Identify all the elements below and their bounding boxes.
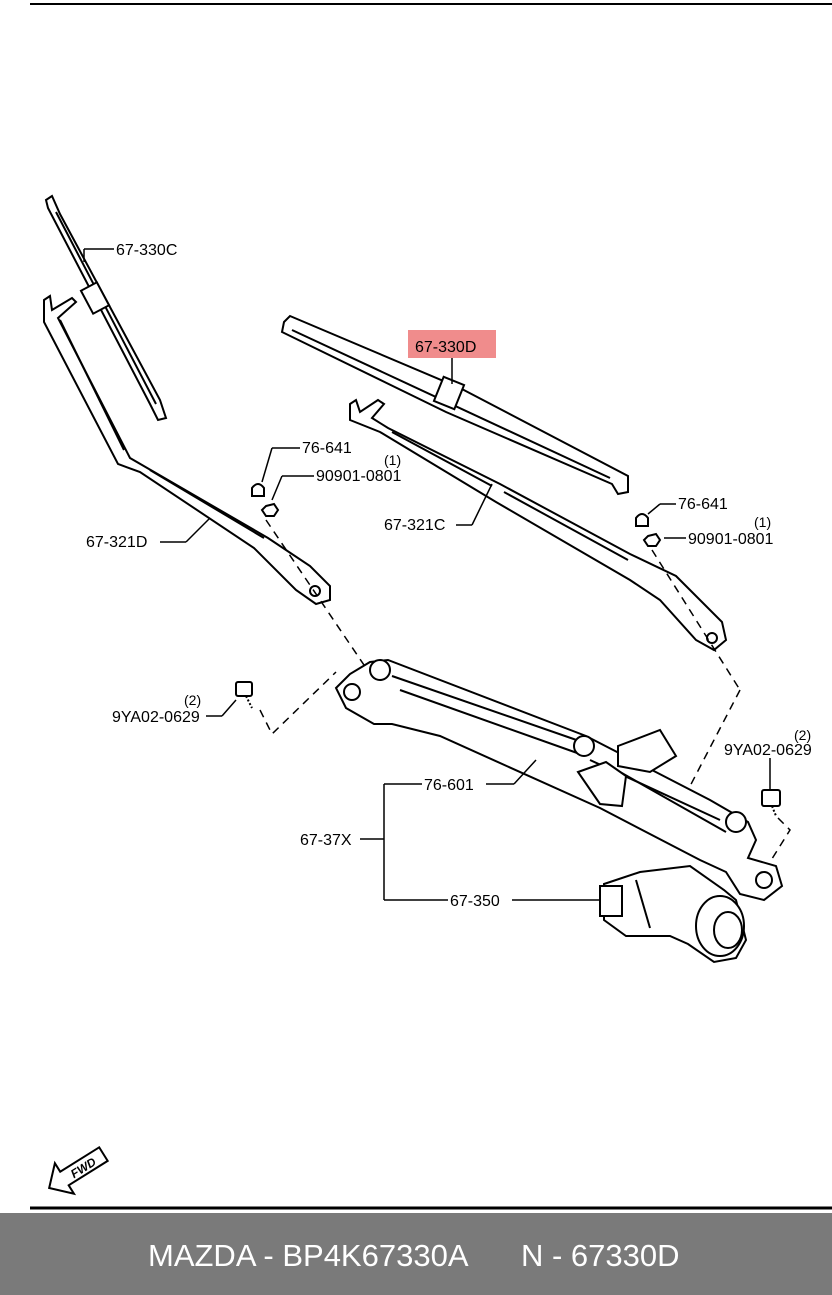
label-qty-bolt-left: (2) <box>184 692 201 708</box>
footer-part-number: MAZDA - BP4K67330A <box>148 1238 469 1273</box>
nut-left <box>260 502 280 517</box>
nut-right <box>642 532 662 547</box>
label-67-330C: 67-330C <box>116 242 177 259</box>
wiper-linkage <box>334 658 784 902</box>
label-90901-0801-left: 90901-0801 <box>316 468 402 485</box>
label-qty-nut-right: (1) <box>754 514 771 530</box>
cap-right <box>635 513 649 527</box>
label-67-37X: 67-37X <box>300 832 352 849</box>
label-qty-nut-left: (1) <box>384 452 401 468</box>
wiper-motor <box>599 864 748 964</box>
fwd-arrow-icon: FWD <box>47 1145 110 1196</box>
cap-left <box>251 483 265 497</box>
footer-diagram-reference: N - 67330D <box>521 1238 680 1273</box>
leader-lines <box>83 248 771 901</box>
right-wiper-arm <box>349 398 728 652</box>
label-67-321D: 67-321D <box>86 534 147 551</box>
label-67-350: 67-350 <box>450 893 500 910</box>
label-76-641-left: 76-641 <box>302 440 352 457</box>
bolt-left <box>235 681 253 709</box>
footer-bar: MAZDA - BP4K67330A N - 67330D <box>0 1213 832 1295</box>
highlight-box <box>408 330 496 358</box>
dashed-guides <box>259 519 791 863</box>
label-76-641-right: 76-641 <box>678 496 728 513</box>
label-9YA02-0629-right: 9YA02-0629 <box>724 742 812 759</box>
label-qty-bolt-right: (2) <box>794 727 811 743</box>
right-wiper-blade <box>280 314 629 496</box>
label-90901-0801-right: 90901-0801 <box>688 531 774 548</box>
label-76-601: 76-601 <box>424 777 474 794</box>
label-67-321C: 67-321C <box>384 517 445 534</box>
label-9YA02-0629-left: 9YA02-0629 <box>112 709 200 726</box>
bolt-right <box>761 789 781 817</box>
left-wiper-arm <box>43 294 331 606</box>
label-67-330D: 67-330D <box>415 339 476 356</box>
left-wiper-blade <box>44 194 168 422</box>
